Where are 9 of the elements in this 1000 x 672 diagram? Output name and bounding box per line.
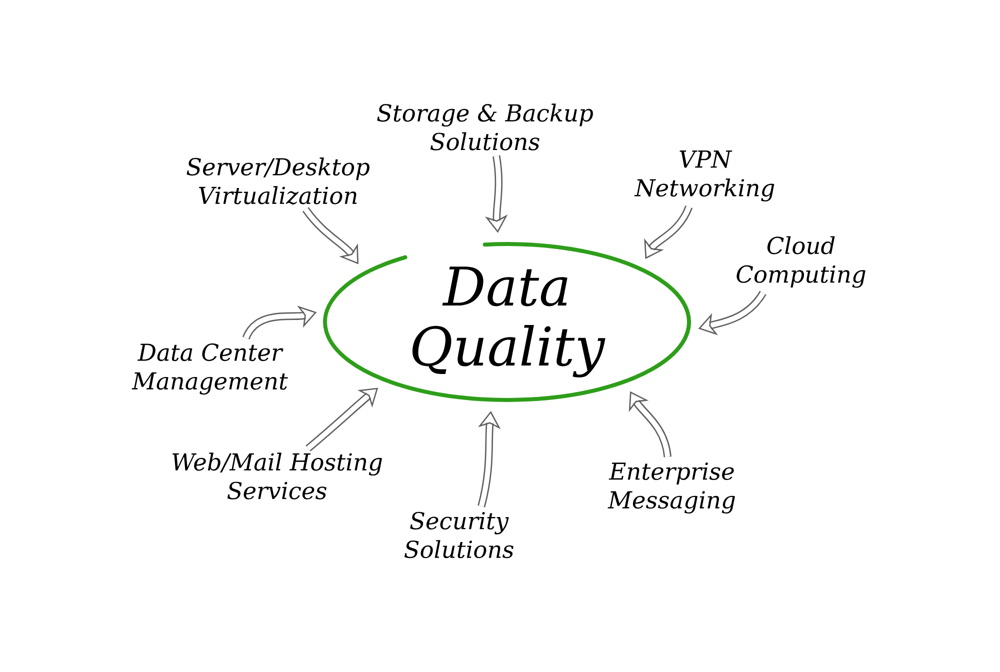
circled-title: Data Quality [323, 242, 691, 402]
topic-label: VPN Networking [634, 150, 774, 202]
topic-label: Enterprise Messaging [608, 462, 735, 514]
topic-label: Web/Mail Hosting Services [172, 452, 382, 500]
topic-label: Storage & Backup Solutions [377, 104, 593, 150]
topic-label: Data Center Management [132, 343, 288, 395]
topic-label: Security Solutions [404, 512, 514, 558]
topic-label: Cloud Computing [736, 236, 866, 288]
topic-label: Server/Desktop Virtualization [186, 158, 370, 204]
